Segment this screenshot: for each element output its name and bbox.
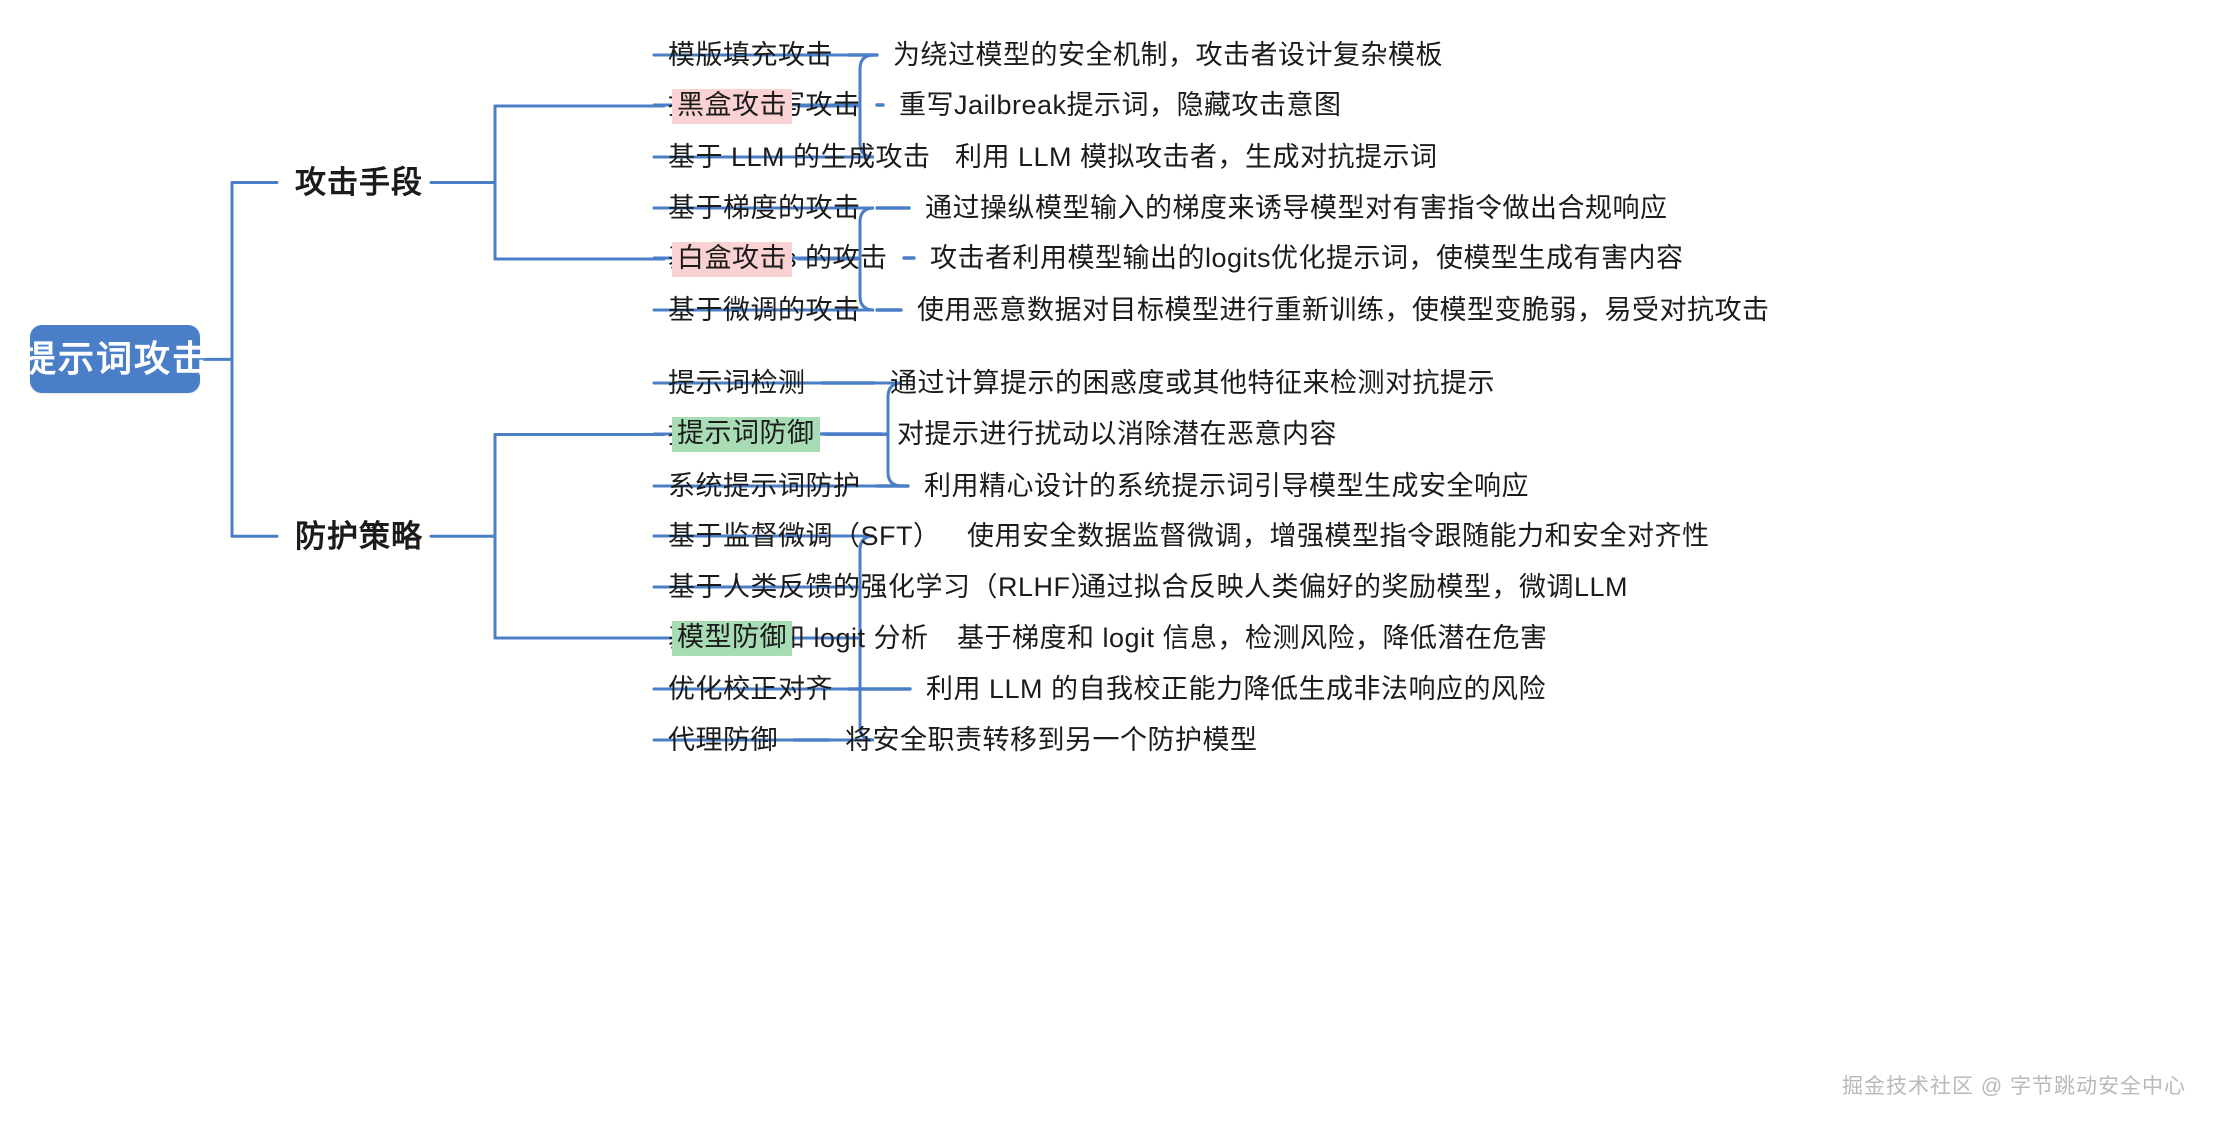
leaf-description-1-1-1[interactable]: 通过拟合反映人类偏好的奖励模型，微调LLM: [1079, 571, 1629, 602]
leaf-description-0-1-0[interactable]: 通过操纵模型输入的梯度来诱导模型对有害指令做出合规响应: [925, 192, 1668, 223]
branch-node-1[interactable]: 防护策略: [295, 518, 423, 554]
watermark-label: 掘金技术社区 @ 字节跳动安全中心: [1842, 1075, 2186, 1098]
leaf-description-0-0-2[interactable]: 利用 LLM 模拟攻击者，生成对抗提示词: [955, 141, 1438, 172]
leaf-label-1-1-0[interactable]: 基于监督微调（SFT）: [668, 520, 941, 551]
leaf-description-1-1-0[interactable]: 使用安全数据监督微调，增强模型指令跟随能力和安全对齐性: [967, 520, 1710, 551]
leaf-description-1-1-2[interactable]: 基于梯度和 logit 信息，检测风险，降低潜在危害: [957, 622, 1548, 653]
leaf-label-1-1-1[interactable]: 基于人类反馈的强化学习（RLHF）: [668, 571, 1099, 602]
leaf-label-1-1-4[interactable]: 代理防御: [668, 724, 778, 755]
leaf-description-0-1-1[interactable]: 攻击者利用模型输出的logits优化提示词，使模型生成有害内容: [930, 242, 1684, 273]
leaf-description-0-0-0[interactable]: 为绕过模型的安全机制，攻击者设计复杂模板: [893, 39, 1443, 70]
leaf-label-0-1-0[interactable]: 基于梯度的攻击: [668, 192, 861, 223]
leaf-description-1-0-1[interactable]: 对提示进行扰动以消除潜在恶意内容: [897, 418, 1337, 449]
leaf-description-1-0-0[interactable]: 通过计算提示的困惑度或其他特征来检测对抗提示: [890, 367, 1495, 398]
branch-node-0[interactable]: 攻击手段: [295, 165, 423, 200]
leaf-description-0-0-1[interactable]: 重写Jailbreak提示词，隐藏攻击意图: [899, 89, 1342, 120]
leaf-label-1-0-0[interactable]: 提示词检测: [668, 367, 806, 398]
leaf-description-1-0-2[interactable]: 利用精心设计的系统提示词引导模型生成安全响应: [924, 470, 1529, 501]
leaf-label-0-0-2[interactable]: 基于 LLM 的生成攻击: [668, 141, 931, 172]
leaf-description-1-1-3[interactable]: 利用 LLM 的自我校正能力降低生成非法响应的风险: [926, 673, 1547, 704]
leaf-label-0-0-0[interactable]: 模版填充攻击: [668, 39, 833, 70]
category-node-1-0[interactable]: 提示词防御: [672, 417, 820, 452]
leaf-description-1-1-4[interactable]: 将安全职责转移到另一个防护模型: [845, 724, 1258, 755]
category-node-0-1[interactable]: 白盒攻击: [672, 241, 792, 277]
category-node-1-1[interactable]: 模型防御: [672, 620, 792, 656]
category-node-0-0[interactable]: 黑盒攻击: [672, 88, 792, 124]
leaf-label-1-1-3[interactable]: 优化校正对齐: [668, 673, 833, 704]
leaf-label-1-0-2[interactable]: 系统提示词防护: [668, 470, 861, 501]
leaf-description-0-1-2[interactable]: 使用恶意数据对目标模型进行重新训练，使模型变脆弱，易受对抗攻击: [917, 294, 1770, 325]
leaf-label-0-1-2[interactable]: 基于微调的攻击: [668, 294, 861, 325]
root-node[interactable]: 提示词攻击: [20, 325, 208, 394]
